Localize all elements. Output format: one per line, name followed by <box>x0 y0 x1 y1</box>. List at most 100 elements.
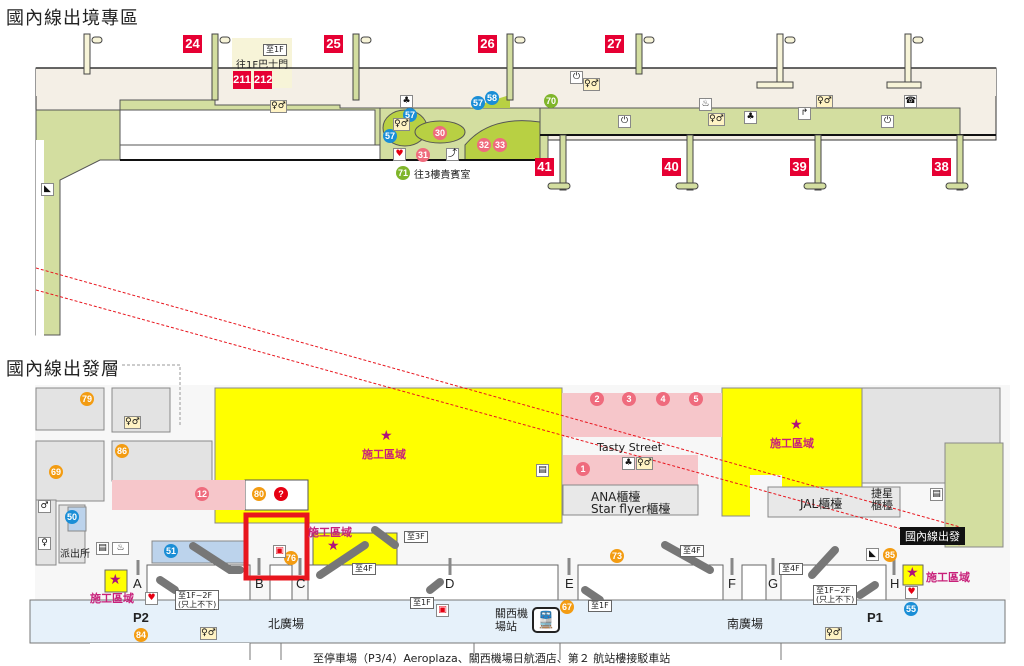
poi-marker[interactable]: 84 <box>134 628 148 642</box>
construction-area-label: 施工區域 <box>770 437 814 450</box>
poi-marker[interactable]: 70 <box>544 94 558 108</box>
poi-marker[interactable]: 12 <box>195 487 209 501</box>
gate-26[interactable]: 26 <box>478 35 497 53</box>
aed-icon: ♥ <box>905 586 918 599</box>
poi-marker[interactable]: 79 <box>80 392 94 406</box>
poi-marker[interactable]: 3 <box>622 392 636 406</box>
construction-star-icon: ★ <box>109 572 122 588</box>
starflyer-counter-label[interactable]: Star flyer櫃檯 <box>591 502 671 516</box>
locker-icon: ▤ <box>536 464 549 477</box>
gate-25[interactable]: 25 <box>324 35 343 53</box>
kansai-airport-station-label[interactable]: 關西機場站 <box>495 607 528 633</box>
floor-sign-1f: 至1F <box>588 600 612 612</box>
floor-sign-3f: 至3F <box>404 531 428 543</box>
jal-counter-label[interactable]: JAL櫃檯 <box>800 497 843 511</box>
entrance-d[interactable]: D <box>445 576 455 591</box>
poi-marker[interactable]: 67 <box>560 600 574 614</box>
to-bus-gate-note: 往1F巴士門 <box>236 60 289 71</box>
floor-sign-1f: 至1F <box>263 44 287 56</box>
poi-marker[interactable]: 86 <box>115 444 129 458</box>
police-box-label: 派出所 <box>60 549 90 560</box>
water-fountain-icon: ↱ <box>798 107 811 120</box>
power-outlet-icon: ⏻ <box>570 71 583 84</box>
poi-marker[interactable]: 31 <box>416 148 430 162</box>
poi-marker[interactable]: 57 <box>471 96 485 110</box>
postbox-icon: ▣ <box>436 604 449 617</box>
entrance-c[interactable]: C <box>296 576 306 591</box>
poi-marker[interactable]: 57 <box>383 129 397 143</box>
footer-directions: 至停車場（P3/4）Aeroplaza、關西機場日航酒店、第２ 航站樓接駁車站 <box>313 652 671 665</box>
information-marker[interactable]: ? <box>274 487 288 501</box>
poi-marker[interactable]: 33 <box>493 138 507 152</box>
gate-27[interactable]: 27 <box>605 35 624 53</box>
floor-sign-1f: 至1F <box>410 597 434 609</box>
poi-marker[interactable]: 58 <box>485 91 499 105</box>
departure-floor-title: 國內線出發層 <box>6 355 120 381</box>
restroom-icon: ♀♂ <box>708 113 725 126</box>
restroom-icon: ♀♂ <box>393 118 410 131</box>
gate-40[interactable]: 40 <box>662 158 681 176</box>
parking-p2-label[interactable]: P2 <box>133 610 149 625</box>
domestic-departure-badge: 國內線出發 <box>900 527 965 545</box>
construction-star-icon: ★ <box>906 565 919 581</box>
tasty-street-label: Tasty Street <box>597 441 663 454</box>
entrance-e[interactable]: E <box>565 576 574 591</box>
restroom-icon: ♀♂ <box>124 416 141 429</box>
poi-marker[interactable]: 4 <box>656 392 670 406</box>
smoking-area-icon: ♨ <box>699 98 712 111</box>
poi-marker[interactable]: 71 <box>396 166 410 180</box>
gate-39[interactable]: 39 <box>790 158 809 176</box>
poi-marker[interactable]: 76 <box>284 551 298 565</box>
construction-area-label: 施工區域 <box>362 448 406 461</box>
poi-marker[interactable]: 73 <box>610 549 624 563</box>
nursing-room-icon: ♣ <box>400 95 413 108</box>
restroom-icon: ♀♂ <box>200 627 217 640</box>
aed-icon: ♥ <box>145 592 158 605</box>
gate-211[interactable]: 211 <box>233 71 251 89</box>
power-outlet-icon: ⏻ <box>618 115 631 128</box>
floor-sign-4f: 至4F <box>680 545 704 557</box>
poi-marker[interactable]: 50 <box>65 510 79 524</box>
entrance-h[interactable]: H <box>890 576 900 591</box>
floor-sign-1f-2f: 至1F~2F(只上不下) <box>175 590 220 610</box>
poi-marker[interactable]: 51 <box>164 544 178 558</box>
poi-marker[interactable]: 30 <box>433 126 447 140</box>
south-plaza-label: 南廣場 <box>727 617 764 631</box>
entrance-b[interactable]: B <box>255 576 264 591</box>
restroom-icon: ♀♂ <box>825 627 842 640</box>
restroom-icon: ♀♂ <box>583 78 600 91</box>
parking-p1-label[interactable]: P1 <box>867 610 883 625</box>
gate-212[interactable]: 212 <box>254 71 272 89</box>
poi-marker[interactable]: 5 <box>689 392 703 406</box>
entrance-f[interactable]: F <box>728 576 736 591</box>
restroom-icon: ♀♂ <box>270 100 287 113</box>
smoking-area-icon: ♨ <box>112 542 129 555</box>
mens-restroom-icon: ♂ <box>38 500 51 513</box>
poi-marker[interactable]: 69 <box>49 465 63 479</box>
construction-area-label: 施工區域 <box>90 592 134 605</box>
poi-marker[interactable]: 32 <box>477 138 491 152</box>
poi-marker[interactable]: 80 <box>252 487 266 501</box>
restroom-icon: ♀♂ <box>816 95 833 108</box>
gate-38[interactable]: 38 <box>932 158 951 176</box>
power-outlet-icon: ⏻ <box>881 115 894 128</box>
poi-marker[interactable]: 2 <box>590 392 604 406</box>
womens-restroom-icon: ♀ <box>38 537 51 550</box>
entrance-g[interactable]: G <box>768 576 779 591</box>
gate-24[interactable]: 24 <box>183 35 202 53</box>
jetstar-counter-label[interactable]: 捷星櫃檯 <box>871 487 893 512</box>
poi-marker[interactable]: 1 <box>576 462 590 476</box>
stairs-icon: ◣ <box>41 183 54 196</box>
entrance-a[interactable]: A <box>133 576 142 591</box>
ana-counter-label[interactable]: ANA櫃檯 <box>591 490 641 504</box>
floor-sign-4f: 至4F <box>352 563 376 575</box>
telephone-icon: ☎ <box>904 95 917 108</box>
gate-41[interactable]: 41 <box>535 158 554 176</box>
postbox-icon: ▣ <box>273 545 286 558</box>
to-lounge-note: 往3樓貴賓室 <box>414 170 471 181</box>
poi-marker[interactable]: 85 <box>883 548 897 562</box>
poi-marker[interactable]: 55 <box>904 602 918 616</box>
construction-star-icon: ★ <box>790 417 803 433</box>
departure-area-title: 國內線出境專區 <box>6 8 139 29</box>
